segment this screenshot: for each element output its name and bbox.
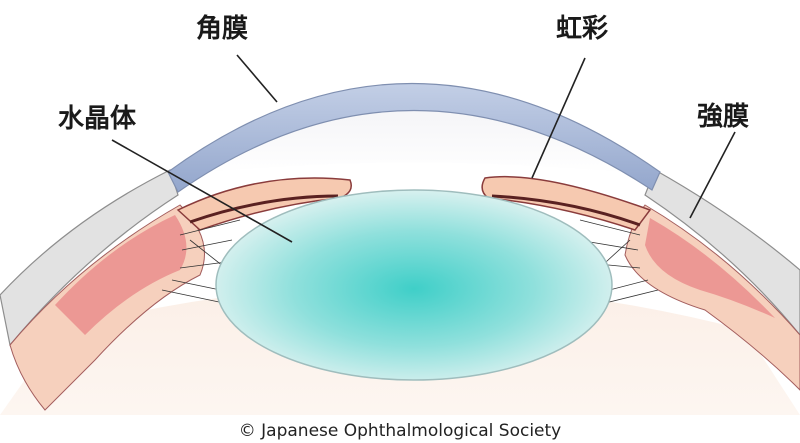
cornea-label: 角膜 bbox=[196, 8, 248, 45]
copyright-credit: © Japanese Ophthalmological Society bbox=[0, 421, 800, 441]
lens-label: 水晶体 bbox=[58, 98, 136, 135]
cornea-leader-line bbox=[237, 55, 277, 102]
sclera-label: 強膜 bbox=[697, 96, 749, 133]
lens bbox=[216, 190, 612, 380]
iris-label: 虹彩 bbox=[556, 8, 608, 45]
